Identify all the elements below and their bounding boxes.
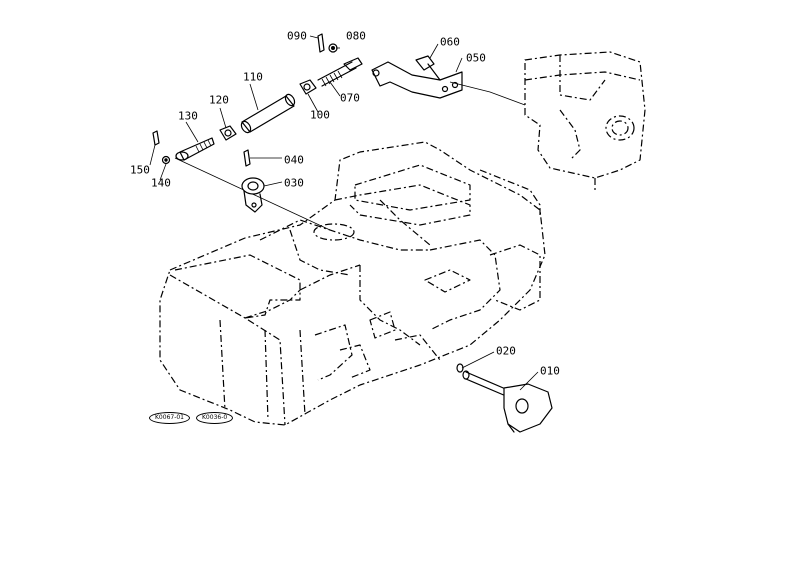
nut-100 bbox=[299, 79, 317, 95]
rod-end-130 bbox=[175, 137, 215, 161]
bolt-060 bbox=[415, 55, 441, 81]
leader-lines bbox=[149, 35, 539, 391]
callout-010: 010 bbox=[540, 364, 560, 378]
rod-070 bbox=[317, 57, 363, 87]
bracket-050 bbox=[371, 61, 463, 99]
callout-110: 110 bbox=[243, 70, 263, 84]
callout-060: 060 bbox=[440, 35, 460, 49]
callout-100: 100 bbox=[310, 108, 330, 122]
callout-070: 070 bbox=[340, 91, 360, 105]
callout-090: 090 bbox=[287, 29, 307, 43]
callout-140: 140 bbox=[151, 176, 171, 190]
sleeve-110 bbox=[240, 93, 296, 134]
spring-pin-040 bbox=[243, 149, 251, 167]
housing bbox=[159, 141, 546, 426]
nut-120 bbox=[219, 125, 237, 141]
callout-030: 030 bbox=[284, 176, 304, 190]
washer-140 bbox=[161, 155, 171, 165]
knob-010 bbox=[462, 370, 553, 433]
callout-150: 150 bbox=[130, 163, 150, 177]
pin-090 bbox=[317, 33, 325, 53]
callout-020: 020 bbox=[496, 344, 516, 358]
pin-150 bbox=[152, 130, 160, 146]
bracket-line bbox=[449, 81, 526, 106]
o-ring-020 bbox=[456, 363, 464, 373]
reference-badge: K0067-01 bbox=[149, 412, 191, 424]
callout-050: 050 bbox=[466, 51, 486, 65]
lever-030 bbox=[241, 177, 265, 213]
upper-casting bbox=[524, 51, 646, 190]
callout-080: 080 bbox=[346, 29, 366, 43]
reference-badge: K0036-0 bbox=[196, 412, 234, 424]
callout-130: 130 bbox=[178, 109, 198, 123]
callout-120: 120 bbox=[209, 93, 229, 107]
callout-040: 040 bbox=[284, 153, 304, 167]
